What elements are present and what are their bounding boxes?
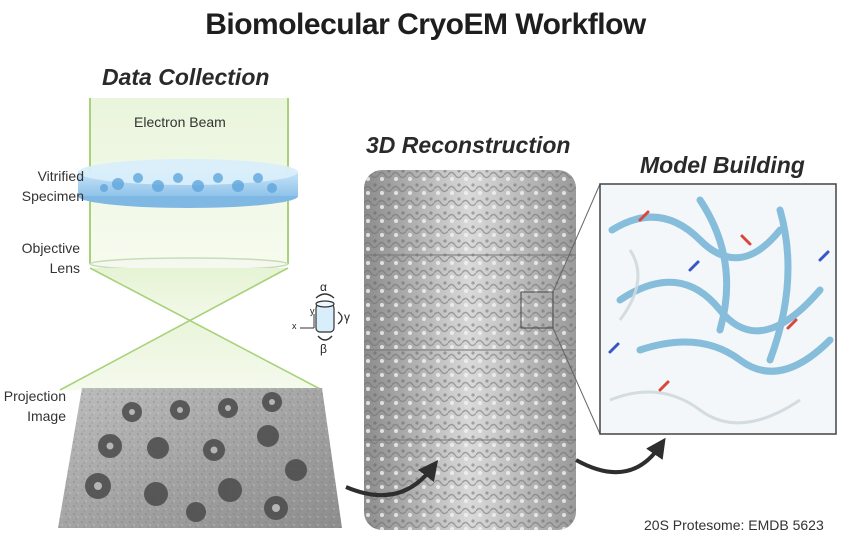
page-title: Biomolecular CryoEM Workflow (205, 8, 646, 41)
axis-y: y (310, 306, 315, 316)
orientation-axes (300, 293, 343, 341)
axis-alpha: α (320, 280, 327, 294)
credit-text: 20S Protesome: EMDB 5623 (644, 517, 824, 533)
section-title-model-building: Model Building (640, 152, 805, 178)
vitrified-specimen (78, 159, 298, 208)
label-objective-lens: Objective Lens (0, 238, 80, 278)
label-specimen-line1: Vitrified (37, 168, 84, 184)
label-projection-line1: Projection (3, 388, 66, 404)
label-lens-line1: Objective (21, 240, 80, 256)
label-lens-line2: Lens (49, 260, 80, 276)
label-projection-line2: Image (27, 408, 66, 424)
curved-arrows (345, 437, 666, 498)
reconstruction-map (364, 170, 576, 530)
beam-cone (59, 267, 323, 391)
label-projection-image: Projection Image (0, 386, 66, 426)
zoom-lines (552, 183, 601, 435)
model-panel (599, 183, 837, 435)
section-title-data-collection: Data Collection (102, 64, 270, 90)
section-title-reconstruction: 3D Reconstruction (366, 132, 571, 158)
label-specimen-line2: Specimen (21, 188, 84, 204)
projection-image (58, 388, 342, 528)
axis-beta: β (320, 342, 327, 356)
axis-gamma: γ (344, 310, 350, 324)
axis-x: x (292, 321, 297, 331)
label-vitrified-specimen: Vitrified Specimen (0, 166, 84, 206)
label-electron-beam: Electron Beam (134, 114, 226, 130)
